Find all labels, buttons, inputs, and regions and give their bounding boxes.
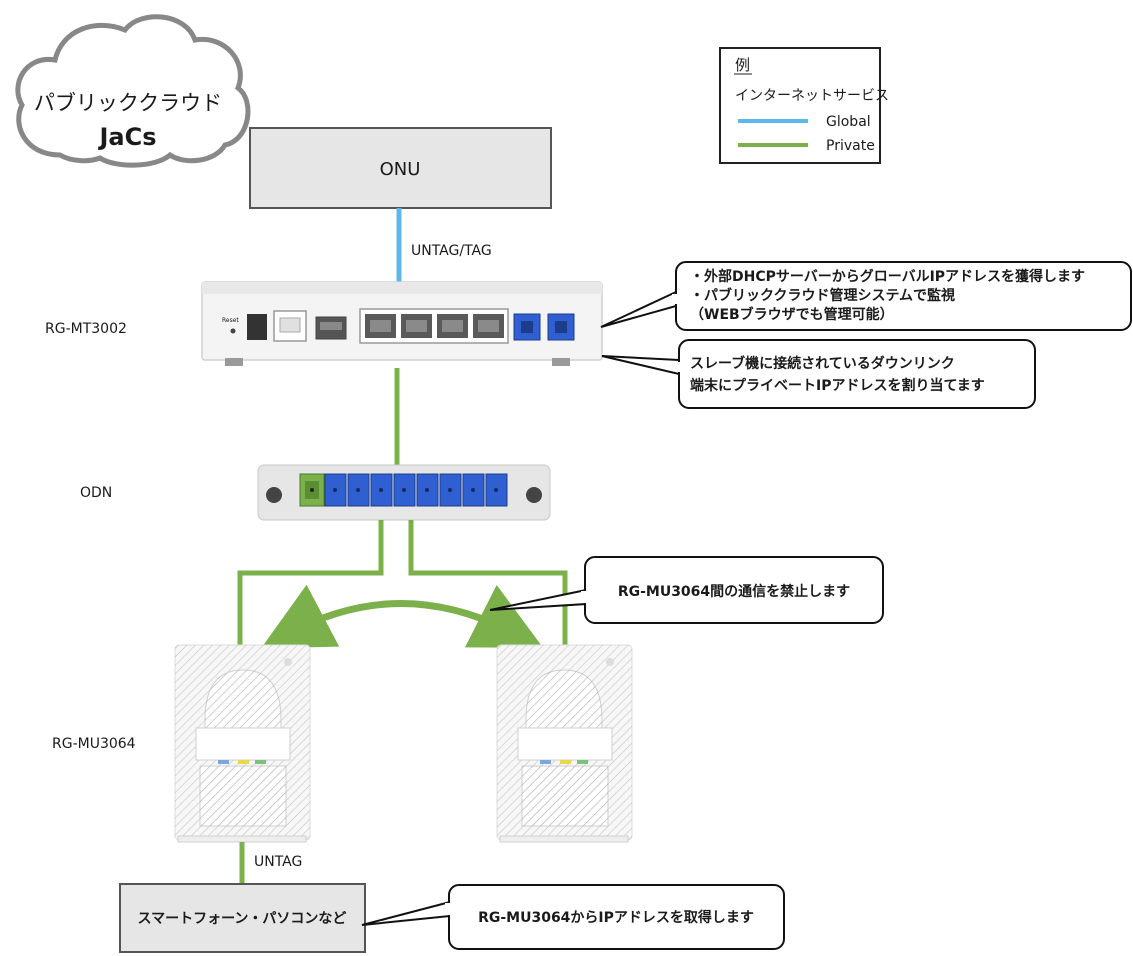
callout-global-line-1: ・外部DHCPサーバーからグローバルIPアドレスを獲得します (690, 268, 1085, 285)
link-onu-router-label: UNTAG/TAG (411, 243, 492, 259)
router-reset-label: Reset (222, 317, 239, 324)
cloud-icon (15, 14, 251, 168)
private-link-odn-unit-right (408, 520, 568, 648)
legend-title: 例 (735, 56, 750, 74)
router-power-jack (247, 314, 267, 340)
client-box: スマートフォーン・パソコンなど (119, 883, 366, 953)
router-reset-hole (230, 328, 236, 334)
callout-global: ・外部DHCPサーバーからグローバルIPアドレスを獲得します ・パブリッククラウ… (600, 261, 1132, 331)
onu-label: ONU (380, 159, 421, 180)
legend: 例 インターネットサービス Global Private (719, 47, 889, 164)
odn-screw-left (266, 487, 282, 503)
callout-isolation: RG-MU3064間の通信を禁止します (489, 556, 884, 624)
private-link-odn-unit-left (237, 520, 384, 648)
unit-device-right (496, 644, 633, 843)
router-label: RG-MT3002 (45, 321, 127, 337)
callout-client-text: RG-MU3064からIPアドレスを取得します (478, 909, 754, 926)
callout-private-line-1: スレーブ機に接続されているダウンリンク (690, 355, 955, 372)
public-cloud: パブリッククラウド JaCs (15, 14, 251, 168)
odn-downlink-ports (324, 473, 508, 507)
onu-box: ONU (249, 127, 552, 209)
cloud-label: パブリッククラウド (34, 91, 222, 115)
client-label: スマートフォーン・パソコンなど (138, 911, 347, 927)
odn-device (257, 464, 551, 521)
link-client-label: UNTAG (254, 854, 302, 870)
cloud-name: JaCs (97, 123, 156, 151)
callout-isolation-text: RG-MU3064間の通信を禁止します (618, 583, 850, 600)
callout-client: RG-MU3064からIPアドレスを取得します (361, 884, 785, 950)
unit-label: RG-MU3064 (52, 736, 136, 752)
unit-device-left (174, 644, 311, 843)
router-device: Reset (201, 281, 603, 366)
isolation-arrow (261, 584, 544, 649)
legend-label-private: Private (826, 138, 875, 154)
legend-label-global: Global (826, 114, 871, 130)
callout-private-line-2: 端末にプライベートIPアドレスを割り当てます (690, 377, 985, 394)
callout-global-line-2: ・パブリッククラウド管理システムで監視 (690, 287, 955, 304)
legend-subtitle: インターネットサービス (735, 88, 889, 104)
callout-global-line-3: （WEBブラウザでも管理可能） (690, 306, 894, 323)
callout-private: スレーブ機に接続されているダウンリンク 端末にプライベートIPアドレスを割り当て… (601, 339, 1036, 409)
odn-screw-right (526, 487, 542, 503)
odn-label: ODN (80, 485, 112, 501)
